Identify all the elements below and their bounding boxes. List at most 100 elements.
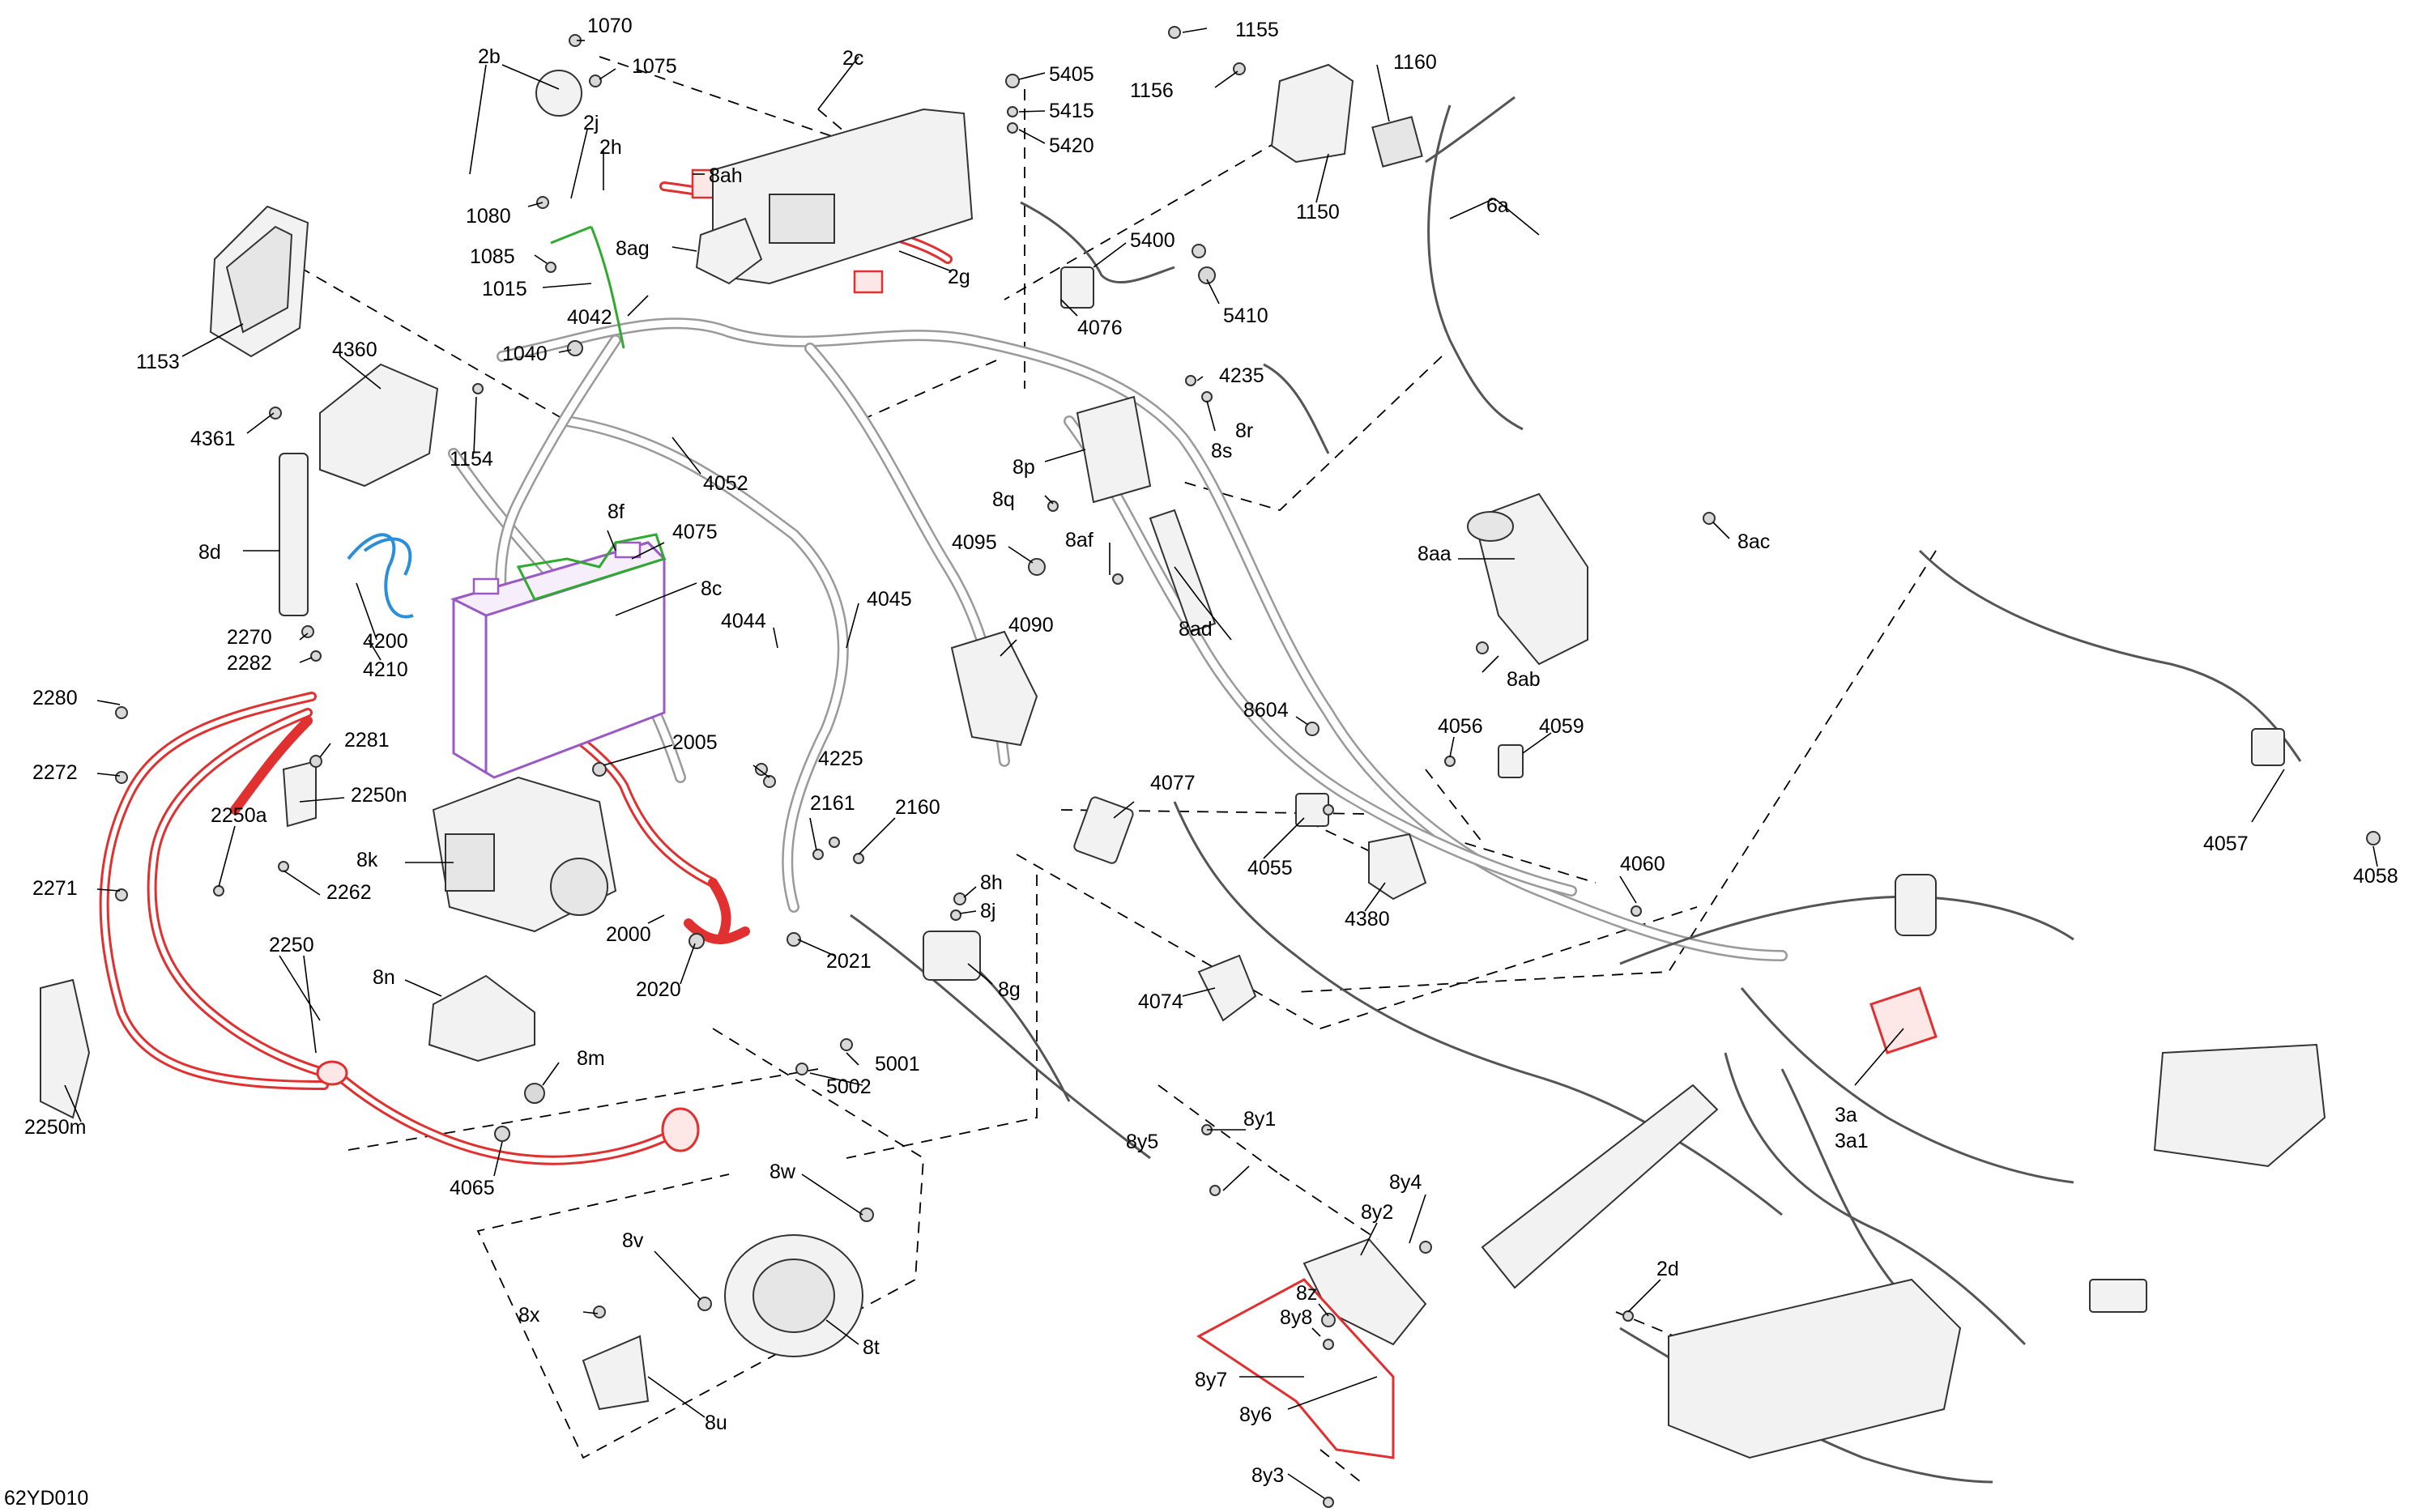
label: 8y2 xyxy=(1361,1201,1393,1224)
label: 4065 xyxy=(450,1177,495,1199)
label: 1153 xyxy=(136,351,180,373)
label: 5400 xyxy=(1130,229,1175,252)
label: 8y4 xyxy=(1389,1171,1422,1194)
red-boot xyxy=(661,1107,700,1152)
label: 8y6 xyxy=(1239,1403,1272,1426)
label: 4076 xyxy=(1077,317,1123,339)
label: 1040 xyxy=(502,343,548,365)
label: 4090 xyxy=(1008,614,1054,637)
label: 2281 xyxy=(344,729,390,752)
label: 2270 xyxy=(227,626,272,649)
label: 2d xyxy=(1656,1258,1679,1280)
label: 4095 xyxy=(952,531,997,554)
label: 2021 xyxy=(826,950,872,973)
label: 8ag xyxy=(616,237,650,260)
label: 4361 xyxy=(190,428,236,450)
label: 4059 xyxy=(1539,715,1584,738)
label: 5405 xyxy=(1049,63,1094,86)
label: 8y7 xyxy=(1195,1369,1227,1391)
label: 2250m xyxy=(24,1116,86,1139)
label: 4380 xyxy=(1345,908,1390,931)
label: 1150 xyxy=(1296,201,1340,224)
label: 2282 xyxy=(227,652,272,675)
label: 2262 xyxy=(326,881,372,904)
label: 8604 xyxy=(1243,699,1289,722)
label: 4200 xyxy=(363,630,408,653)
label: 8v xyxy=(622,1229,644,1252)
blue-strap xyxy=(347,533,414,619)
label: 4235 xyxy=(1219,364,1264,387)
label: 1015 xyxy=(482,278,527,300)
label: 4210 xyxy=(363,658,408,681)
label: 8ab xyxy=(1507,668,1541,691)
label: 8n xyxy=(373,966,395,989)
label: 8k xyxy=(356,849,378,871)
label: 8ac xyxy=(1737,530,1770,553)
label: 2280 xyxy=(32,687,78,709)
label: 1075 xyxy=(632,55,677,78)
label: 8y3 xyxy=(1251,1464,1284,1487)
label: 8af xyxy=(1065,529,1094,552)
label: 8g xyxy=(998,978,1021,1001)
callout-labels: 1070 1075 2b 2c 2j 2h 8ah 1080 1085 1015… xyxy=(4,15,2398,1510)
label: 8ad xyxy=(1179,618,1213,641)
label: 8y1 xyxy=(1243,1108,1276,1131)
label: 4074 xyxy=(1138,990,1183,1013)
label: 4060 xyxy=(1620,853,1665,875)
label: 2250 xyxy=(269,934,314,956)
label: 5420 xyxy=(1049,134,1094,157)
label: 4052 xyxy=(703,472,748,495)
label: 8aa xyxy=(1418,543,1452,565)
label: 1154 xyxy=(450,448,493,471)
label: 2161 xyxy=(810,792,855,815)
label: 2g xyxy=(948,266,970,288)
label: 8q xyxy=(992,488,1015,511)
fasteners xyxy=(115,26,2381,1508)
label: 8y8 xyxy=(1280,1306,1312,1329)
label: 4044 xyxy=(721,610,766,632)
label: 8y5 xyxy=(1126,1131,1158,1153)
components xyxy=(40,63,2326,1459)
label: 4077 xyxy=(1150,772,1196,794)
main-harness xyxy=(448,317,1788,961)
label: 5415 xyxy=(1049,100,1094,122)
leader-lines xyxy=(64,28,2378,1499)
label: 5410 xyxy=(1223,305,1268,327)
battery xyxy=(450,541,667,779)
label: 1160 xyxy=(1393,51,1437,74)
label: 2000 xyxy=(606,923,651,946)
label: 8x xyxy=(518,1304,540,1327)
label: 1155 xyxy=(1235,19,1279,41)
label: 4045 xyxy=(867,588,912,611)
label: 2250n xyxy=(351,784,407,807)
label: 2h xyxy=(599,136,622,159)
label: 2j xyxy=(583,112,599,134)
label: 4225 xyxy=(818,747,863,770)
label: 8t xyxy=(863,1336,880,1359)
label: 8z xyxy=(1296,1282,1317,1305)
dashed-assembly-lines xyxy=(299,56,1937,1483)
label: 8u xyxy=(705,1412,727,1434)
label: 8w xyxy=(770,1161,796,1183)
label: 4056 xyxy=(1438,715,1483,738)
label: 6a xyxy=(1486,194,1509,217)
label: 1080 xyxy=(466,205,511,228)
label: 1085 xyxy=(470,245,515,268)
label: 5001 xyxy=(875,1053,920,1075)
label: 8s xyxy=(1211,440,1232,462)
label: 1070 xyxy=(587,15,633,37)
label: 2005 xyxy=(672,731,718,754)
label: 8h xyxy=(980,871,1003,894)
label: 4055 xyxy=(1247,857,1293,880)
label: 8r xyxy=(1235,420,1253,442)
label: 8d xyxy=(198,541,221,564)
label: 2c xyxy=(842,47,863,70)
label: 4360 xyxy=(332,339,377,361)
label: 4075 xyxy=(672,521,718,543)
label: 3a xyxy=(1835,1104,1857,1127)
label: 4042 xyxy=(567,306,612,329)
label: 4058 xyxy=(2353,865,2398,888)
label: 8m xyxy=(577,1047,605,1070)
label: 2020 xyxy=(636,978,681,1001)
